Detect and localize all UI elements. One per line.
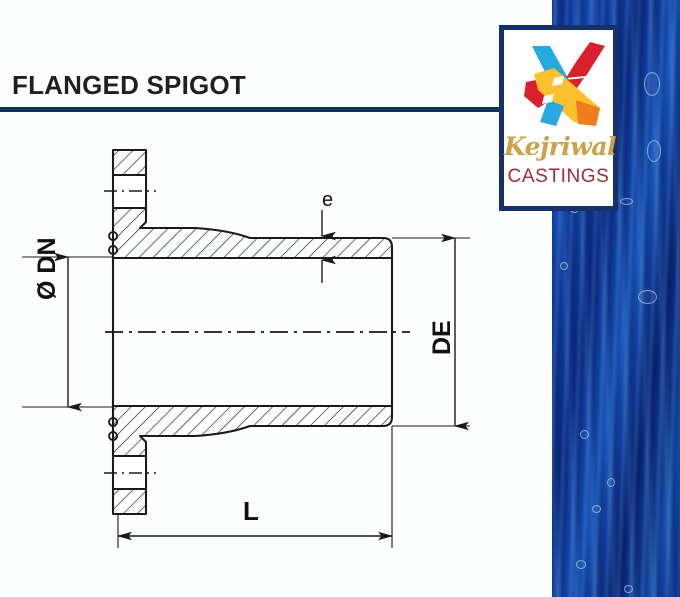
face-step-notches-lower <box>108 417 118 441</box>
dimension-de <box>392 233 470 431</box>
bolt-hole-band-upper <box>104 174 156 209</box>
dimension-dn <box>22 252 113 412</box>
bubble-decoration <box>576 560 586 569</box>
bubble-decoration <box>644 72 660 96</box>
bubble-decoration <box>580 430 589 439</box>
bubble-decoration <box>607 478 615 487</box>
company-logo-card: Kejriwal CASTINGS <box>499 25 618 211</box>
kejriwal-k-mark-icon <box>524 42 605 126</box>
dimension-label-dn: Ø DN <box>33 237 61 301</box>
bubble-decoration <box>624 585 633 593</box>
section-lower-body <box>111 404 394 516</box>
bubble-decoration <box>620 198 633 205</box>
logo-brand-script: Kejriwal <box>504 132 617 161</box>
logo-brand-sub: CASTINGS <box>507 166 610 187</box>
face-step-notches-upper <box>108 231 118 255</box>
dimension-l <box>116 426 394 548</box>
bubble-decoration <box>638 290 657 304</box>
section-upper-body <box>111 148 394 260</box>
bubble-decoration <box>592 505 601 513</box>
header-divider-rule <box>0 107 509 112</box>
page-title: FLANGED SPIGOT <box>12 70 246 100</box>
dimension-label-e: e <box>322 189 334 211</box>
bubble-decoration <box>647 140 661 162</box>
dimension-label-de: DE <box>428 320 456 355</box>
bubble-decoration <box>560 262 568 270</box>
dimension-label-l: L <box>243 496 259 526</box>
bolt-hole-band-lower <box>104 455 156 490</box>
